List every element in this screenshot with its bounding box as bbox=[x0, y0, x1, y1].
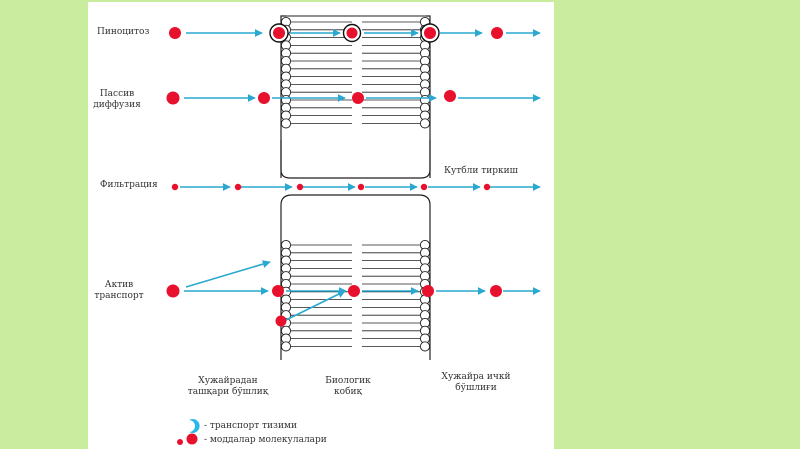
red-dot-icon bbox=[490, 285, 502, 297]
label-connective-gap: Кутбли тиркиш bbox=[444, 166, 518, 176]
transport-arrow bbox=[285, 290, 346, 321]
red-dot-icon bbox=[422, 285, 434, 297]
legend-carrier-text: - транспорт тизими bbox=[204, 421, 297, 431]
red-dot-icon bbox=[357, 183, 365, 191]
legend-molecule-text: - моддалар молекулалари bbox=[204, 435, 327, 445]
lipid-head bbox=[280, 341, 292, 352]
red-dot-icon bbox=[444, 90, 456, 102]
red-dot-icon bbox=[348, 285, 360, 297]
label-intracellular-space: Хужайра ичкй бўшлиғи bbox=[436, 372, 516, 394]
red-dot-icon bbox=[491, 27, 503, 39]
transport-arrow bbox=[185, 260, 271, 288]
red-dot-icon bbox=[166, 284, 180, 298]
label-outer-line2: ташқари бўшлиқ bbox=[187, 387, 269, 397]
transport-arrows bbox=[180, 29, 541, 321]
red-dot-icon bbox=[166, 91, 180, 105]
lipid-head bbox=[280, 118, 292, 129]
label-passive-diffusion: Пассив диффузия bbox=[92, 89, 142, 111]
label-bio-line1: Биологик bbox=[325, 376, 371, 386]
label-passive-line2: диффузия bbox=[93, 100, 141, 110]
red-dot-icon bbox=[272, 285, 284, 297]
red-dot-icon bbox=[346, 27, 358, 39]
label-inner-line1: Хужайра ичкй bbox=[441, 372, 511, 382]
red-dot-icon bbox=[352, 92, 364, 104]
red-dot-icon bbox=[169, 27, 181, 39]
red-dot-icon bbox=[275, 315, 287, 327]
red-dot-icon bbox=[420, 183, 428, 191]
red-dot-icon bbox=[296, 183, 304, 191]
upper-membrane bbox=[280, 15, 431, 179]
red-dot-icon bbox=[483, 183, 491, 191]
molecules bbox=[166, 23, 503, 327]
label-inner-line2: бўшлиғи bbox=[455, 383, 497, 393]
red-dot-icon bbox=[171, 183, 179, 191]
red-dot-icon bbox=[273, 27, 285, 39]
label-bio-line2: кобиқ bbox=[334, 387, 362, 397]
red-dot-icon bbox=[258, 92, 270, 104]
label-biological-membrane: Биологик кобиқ bbox=[318, 376, 378, 398]
legend-molecule-icon bbox=[177, 433, 198, 445]
label-filtration: Фильтрация bbox=[100, 180, 158, 190]
red-dot-icon bbox=[234, 183, 242, 191]
legend-carrier-icon bbox=[189, 419, 200, 434]
label-outer-line1: Хужайрадан bbox=[198, 376, 258, 386]
label-active-line1: Актив bbox=[104, 280, 134, 290]
red-dot-icon bbox=[424, 27, 436, 39]
label-active-line2: транспорт bbox=[94, 291, 144, 301]
label-pinocytosis: Пиноцитоз bbox=[97, 27, 150, 37]
lipid-head bbox=[419, 341, 431, 352]
lipid-head bbox=[419, 118, 431, 129]
label-passive-line1: Пассив bbox=[99, 89, 135, 99]
label-extracellular-space: Хужайрадан ташқари бўшлиқ bbox=[178, 376, 278, 398]
label-active-transport: Актив транспорт bbox=[92, 280, 146, 302]
